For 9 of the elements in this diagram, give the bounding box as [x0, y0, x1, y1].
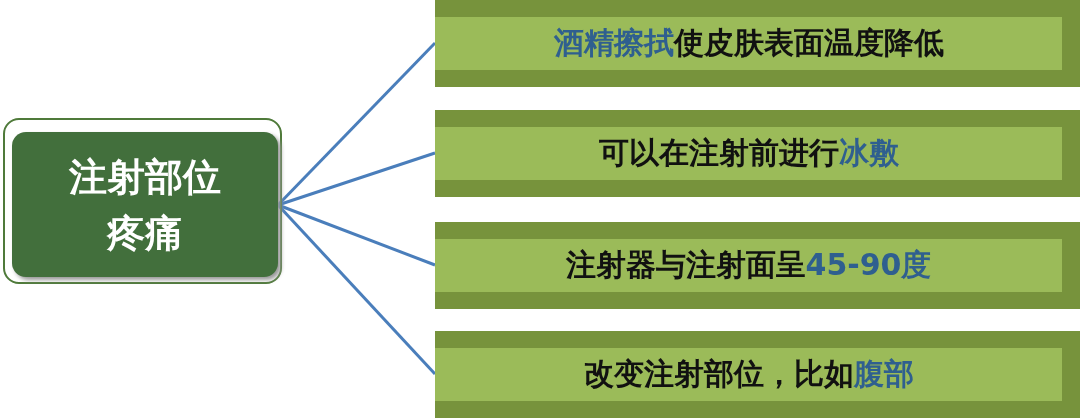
item-text: 注射器与注射面呈45-90度: [565, 246, 932, 284]
item-text: 酒精擦拭使皮肤表面温度降低: [553, 24, 944, 62]
item-text: 改变注射部位，比如腹部: [583, 355, 914, 393]
topic-box: 注射部位疼痛: [12, 132, 278, 277]
item-text: 可以在注射前进行冰敷: [598, 134, 899, 172]
item-band: [435, 0, 1080, 87]
item-band: [435, 110, 1080, 197]
item-band: [435, 222, 1080, 309]
item-band: [435, 331, 1080, 418]
